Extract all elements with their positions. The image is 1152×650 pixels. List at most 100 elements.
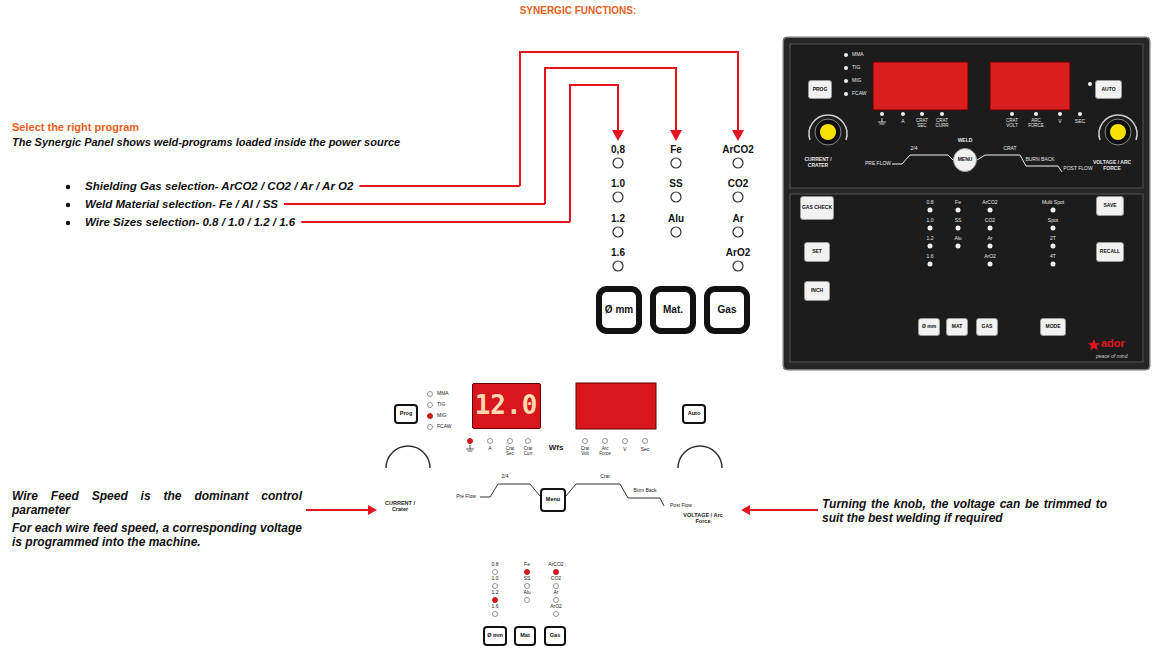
panel-button: Mat [514, 626, 536, 646]
panel-label: ArO2 [726, 247, 750, 259]
panel-label: SEC [1075, 119, 1085, 125]
panel-label: SS [669, 178, 682, 190]
display-screen [576, 383, 656, 429]
indicator-led [1034, 112, 1038, 116]
panel-button: Menu [540, 488, 566, 512]
weld-sequence-line [480, 484, 540, 497]
indicator-led [1058, 112, 1062, 116]
option-led [671, 158, 681, 168]
indicator-led [988, 244, 993, 249]
panel-label: Crat [600, 474, 609, 480]
indicator-led [643, 439, 648, 444]
leader-line [284, 203, 545, 205]
panel-label: 1.0 [611, 178, 625, 190]
panel-label: 4T [1050, 254, 1056, 260]
indicator-led [554, 598, 559, 603]
panel-label: CURRENT / Crater [380, 500, 420, 513]
panel-label: MMA [437, 391, 449, 397]
weld-sequence-line [566, 484, 664, 506]
button-text: INCH [811, 288, 823, 293]
button-text: MAT [952, 324, 962, 329]
button-text: 12.0 [475, 392, 538, 419]
indicator-led [844, 66, 848, 70]
indicator-led [493, 612, 498, 617]
panel-button: GAS CHECK [800, 196, 834, 220]
button-text: Gas [550, 633, 560, 639]
leader-line [301, 221, 570, 223]
indicator-led [428, 403, 433, 408]
button-text: RECALL [1100, 249, 1120, 254]
control-panel: adorpeace of mindPROGAUTOMENUGAS CHECKSE… [783, 37, 1150, 370]
button-text: Prog [400, 411, 413, 417]
button-text: Menu [546, 497, 560, 503]
button-text: Ø mm [605, 305, 633, 316]
option-led [671, 192, 681, 202]
indicator-led [940, 112, 944, 116]
panel-button: AUTO [1095, 80, 1122, 99]
indicator-led [1088, 82, 1092, 86]
button-text: GAS CHECK [802, 205, 832, 210]
indicator-led [920, 112, 924, 116]
panel-label: Wire Sizes selection- 0.8 / 1.0 / 1.2 / … [85, 216, 295, 229]
ground-symbol [878, 118, 886, 124]
option-led [671, 227, 681, 237]
option-led [613, 227, 623, 237]
indicator-led [526, 439, 531, 444]
panel-label: 2/4 [502, 474, 509, 480]
panel-label: 0.8 [492, 562, 499, 568]
weld-sequence-line [892, 155, 1062, 172]
ground-symbol [466, 445, 474, 451]
panel-label: 1.0 [927, 218, 934, 224]
panel-label: MIG [437, 413, 446, 419]
option-led [733, 158, 743, 168]
panel-label: 2/4 [911, 146, 918, 152]
panel-label: WELD [958, 138, 973, 144]
panel-label: CURRENT / CRATER [795, 157, 841, 169]
weld-sequence-line [892, 155, 953, 164]
indicator-led [583, 439, 588, 444]
panel-label: Crat Curr [520, 446, 536, 456]
button-text: SET [812, 249, 822, 254]
panel-label: Shielding Gas selection- ArCO2 / CO2 / A… [85, 180, 353, 193]
arrow-head [368, 505, 377, 515]
button-text: Ø mm [487, 633, 503, 639]
indicator-led [1051, 226, 1056, 231]
panel-label: CO2 [728, 178, 749, 190]
indicator-led [988, 208, 993, 213]
indicator-led [428, 392, 433, 397]
indicator-led [603, 439, 608, 444]
brand-star [1088, 339, 1100, 350]
panel-label: V [1058, 119, 1061, 125]
panel-label: VOLTAGE / Arc Force [681, 512, 725, 525]
indicator-led [1010, 112, 1014, 116]
panel-label: MIG [852, 78, 861, 84]
button-text: MODE [1046, 324, 1061, 329]
option-led [613, 158, 743, 271]
panel-label: 1.0 [492, 576, 499, 582]
panel-label: Alu [523, 590, 530, 596]
panel-label: Ar [732, 213, 743, 225]
panel-label: Turning the knob, the voltage can be tri… [822, 498, 1107, 526]
weld-sequence-line [480, 484, 664, 506]
button-text: Mat [520, 633, 529, 639]
leader-line [545, 68, 676, 204]
button-text: AUTO [1101, 87, 1115, 92]
panel-button: SAVE [1096, 196, 1124, 216]
leader-line [284, 52, 818, 510]
brand-star [1088, 339, 1100, 350]
indicator-led [988, 226, 993, 231]
indicator-led [1051, 244, 1056, 249]
panel-label: POST FLOW [1063, 166, 1092, 172]
panel-label: ArCO2 [982, 200, 997, 206]
weld-sequence-line [977, 155, 1062, 172]
panel-label: V [623, 447, 626, 453]
bullet [66, 221, 70, 225]
indicator-led [493, 570, 498, 575]
panel-label: Wire Feed Speed is the dominant control … [12, 490, 302, 518]
indicator-led [428, 425, 433, 430]
indicator-led [956, 244, 961, 249]
indicator-led [844, 92, 848, 96]
bullet [66, 203, 70, 207]
panel-label: ArO2 [984, 254, 996, 260]
panel-label: Wfs [549, 443, 564, 452]
